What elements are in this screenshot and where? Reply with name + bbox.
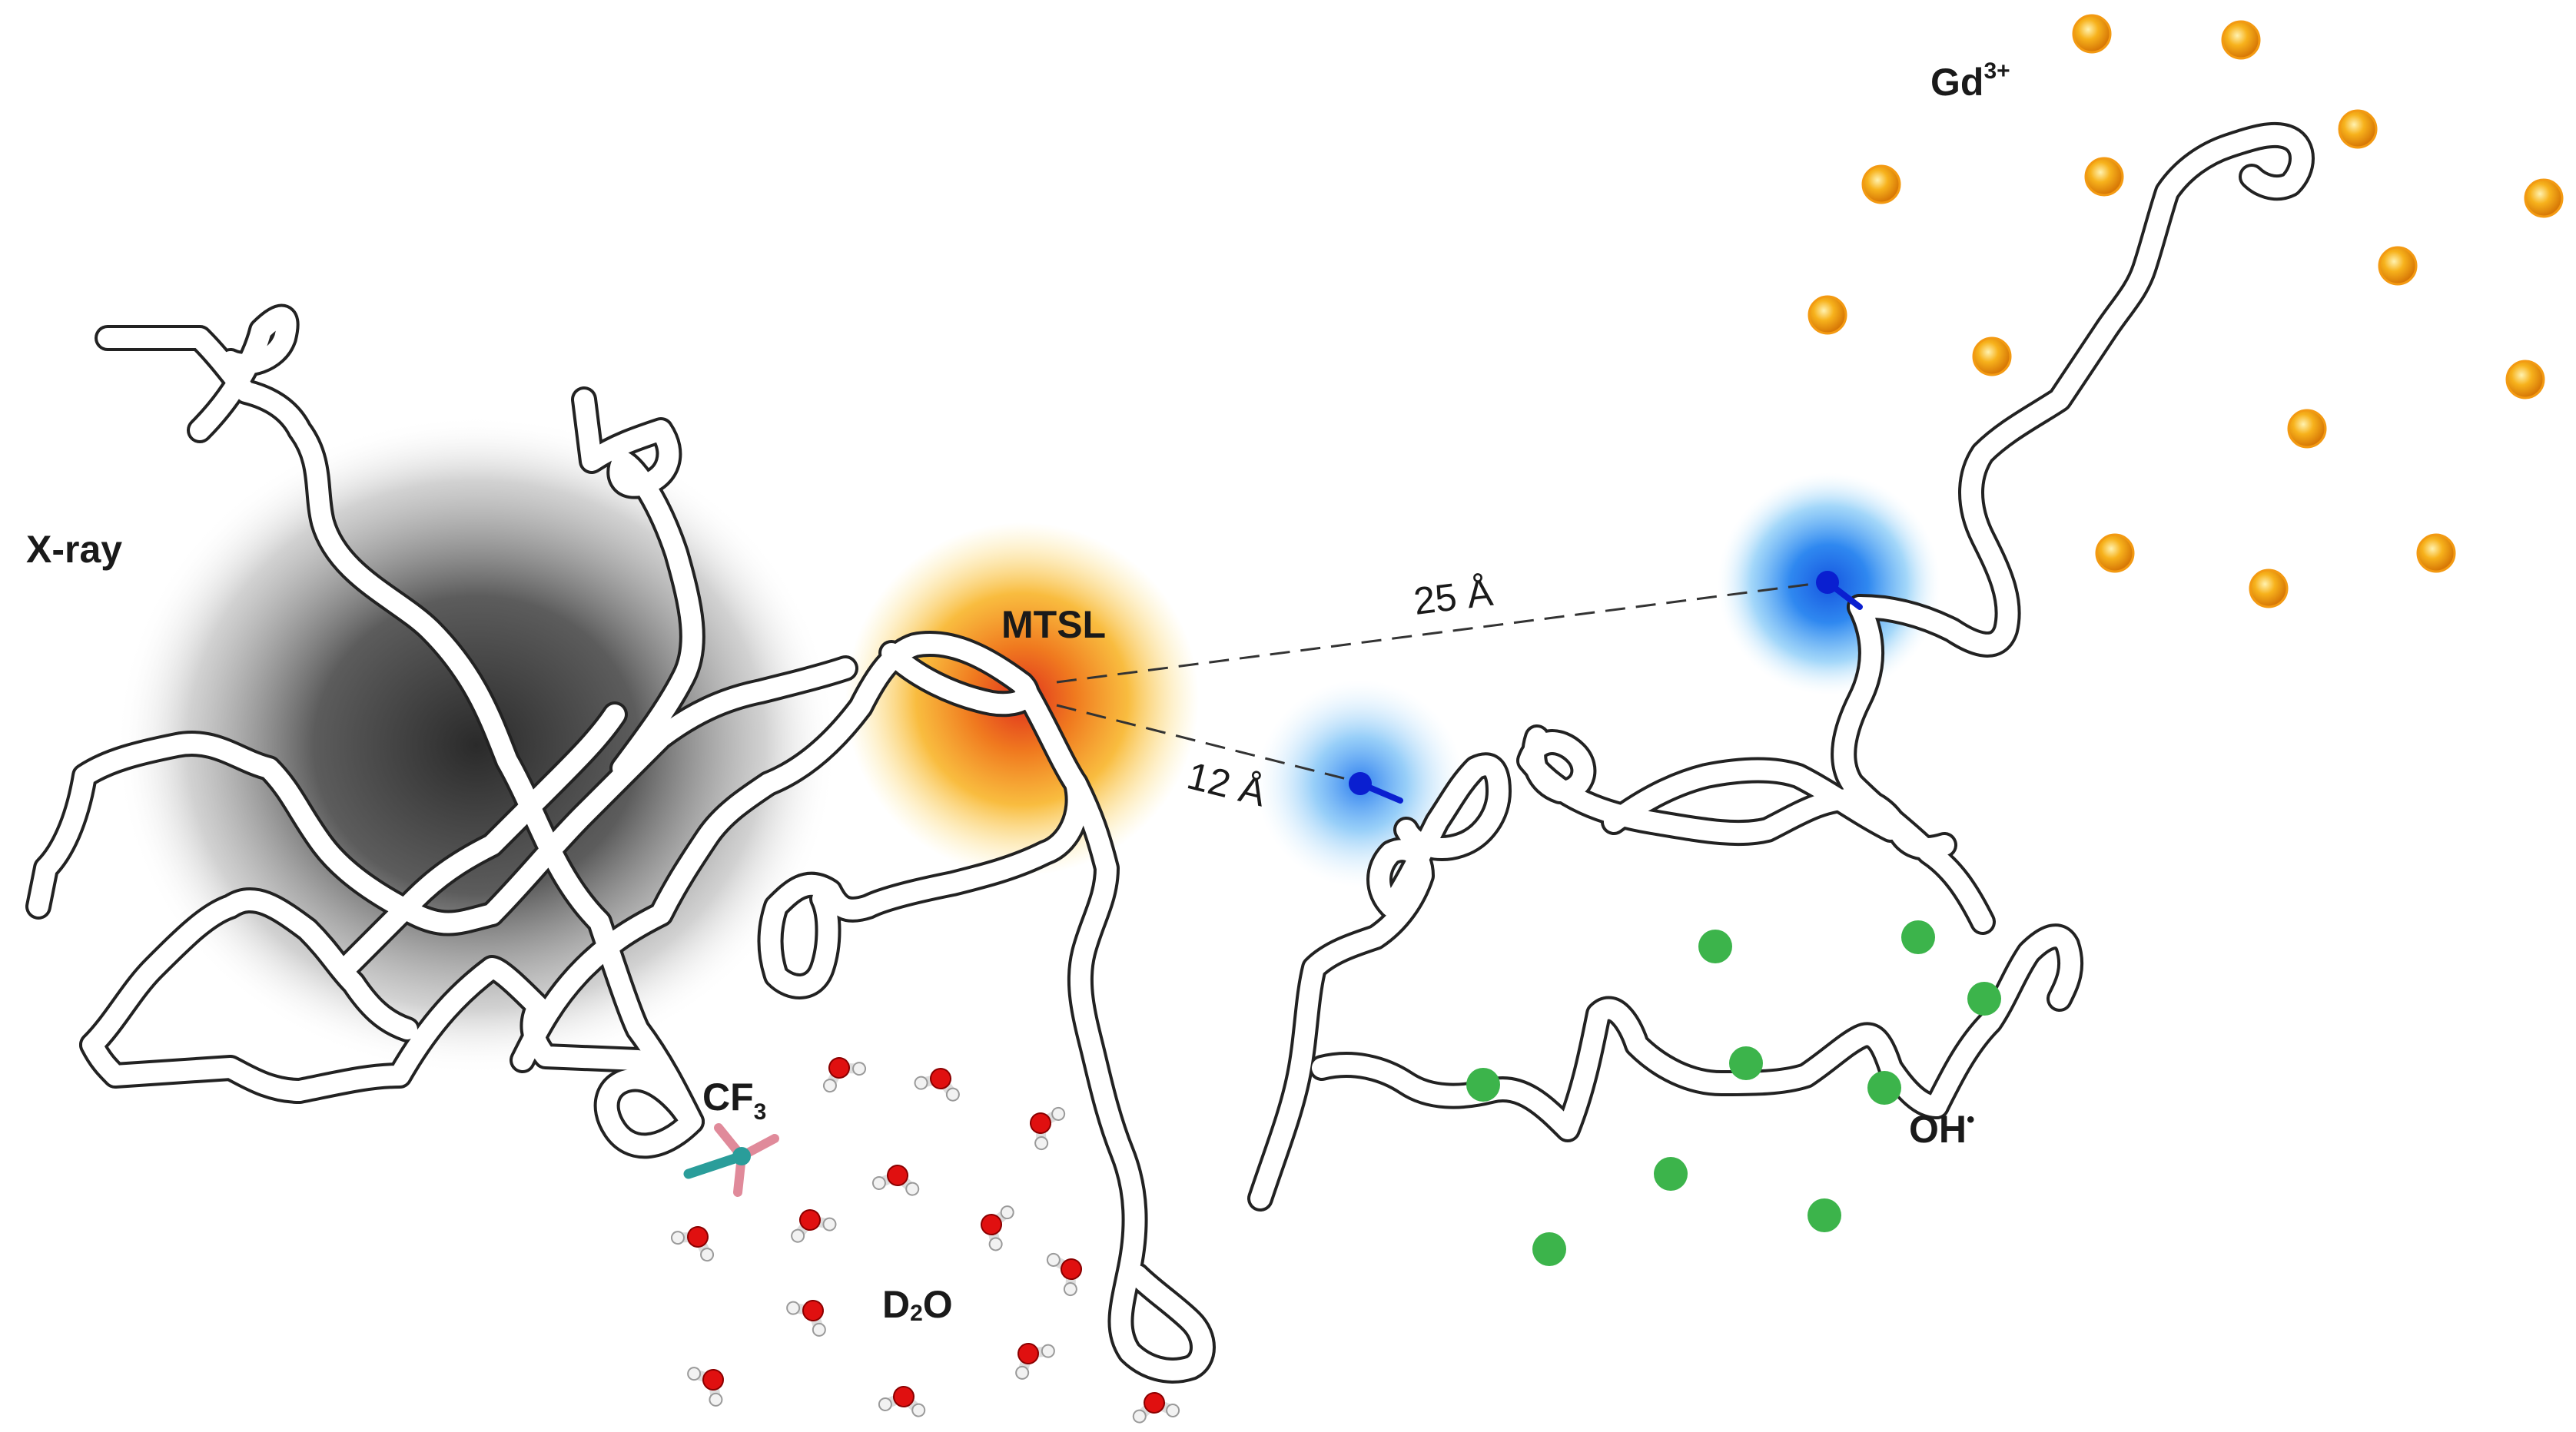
hydroxyl-radical-dot-icon (1729, 1046, 1763, 1080)
water-molecule-icon (871, 1165, 920, 1196)
gd-ion-sphere-icon (2072, 14, 2112, 54)
hydroxyl-radical-dot-icon (1967, 982, 2001, 1016)
cf3-label-sub: 3 (754, 1099, 767, 1125)
gd-ion-sphere-icon (2416, 533, 2456, 573)
gd-label-charge: 3+ (1983, 58, 2010, 84)
hydroxyl-radical-dot-icon (1901, 920, 1935, 954)
protein-chain-segment (336, 704, 625, 978)
gd-ion-sphere-icon (2378, 246, 2418, 286)
water-molecule-icon (791, 1209, 837, 1243)
gd-ion-sphere-icon (1861, 164, 1901, 204)
protein-chain-segment (1834, 597, 1993, 932)
gd-label: Gd3+ (1930, 58, 2010, 104)
gd-ion-sphere-icon (2505, 360, 2545, 399)
protein-chain-segment (1927, 926, 2081, 1116)
oh-radical-cloud (1466, 920, 2001, 1266)
distance-line-near (1056, 704, 1359, 784)
water-molecule-icon (1132, 1392, 1180, 1424)
distance-line-far (1056, 581, 1826, 684)
gd-label-base: Gd (1930, 61, 1983, 104)
oh-label-radical: • (1967, 1107, 1975, 1132)
gd-ion-sphere-icon (1972, 336, 2012, 376)
protein-chain-segment (1604, 760, 1900, 840)
protein-chain-segment (1250, 840, 1432, 1208)
d2o-label: D2O (882, 1283, 953, 1326)
hydroxyl-radical-dot-icon (1654, 1157, 1688, 1191)
water-molecule-icon (1030, 1106, 1066, 1151)
d2o-label-o: O (923, 1283, 953, 1326)
hydroxyl-radical-dot-icon (1532, 1232, 1566, 1266)
spin-label-site-icon (1816, 571, 1839, 594)
hydroxyl-radical-dot-icon (1867, 1071, 1901, 1105)
cf3-label: CF3 (702, 1076, 766, 1125)
hydroxyl-radical-dot-icon (1698, 930, 1732, 963)
protein-chain-segment (513, 774, 778, 1070)
cf3-group-icon (683, 1123, 779, 1197)
water-molecule-icon (786, 1300, 826, 1337)
protein-chain-segment (574, 389, 702, 778)
protein-chain-segment (82, 890, 417, 1055)
protein-chain-segment (1066, 774, 1213, 1381)
gd-ion-cloud (1808, 14, 2564, 608)
gd-ion-sphere-icon (2084, 157, 2124, 197)
gd-ion-sphere-icon (2095, 533, 2135, 573)
water-molecule-icon (670, 1226, 715, 1262)
water-molecule-icon (981, 1205, 1014, 1251)
oh-label: OH• (1909, 1107, 1975, 1151)
water-molecule-icon (822, 1057, 867, 1093)
distance-label-far: 25 Å (1412, 571, 1496, 623)
protein-chain-segment (1312, 999, 1947, 1139)
hydroxyl-radical-dot-icon (1808, 1198, 1841, 1232)
gd-ion-sphere-icon (2287, 409, 2327, 449)
protein-chain-segment (1381, 755, 1509, 917)
protein-chain-segment (190, 307, 297, 440)
water-molecule-icon (1046, 1252, 1082, 1297)
protein-chain (28, 124, 2312, 1381)
protein-chain-segment (482, 658, 855, 924)
oh-label-base: OH (1909, 1108, 1967, 1151)
xray-label: X-ray (26, 528, 122, 571)
protein-chain-segment (759, 634, 1037, 794)
d2o-water-cloud (670, 1057, 1180, 1424)
spin-label-site-icon (1349, 772, 1372, 795)
distance-label-near: 12 Å (1183, 754, 1270, 814)
d2o-label-sub: 2 (910, 1301, 923, 1326)
hydroxyl-radical-dot-icon (1466, 1068, 1500, 1102)
protein-chain-segment (1850, 124, 2312, 655)
water-molecule-icon (1015, 1343, 1055, 1380)
protein-chain-segment (82, 958, 702, 1132)
gd-ion-sphere-icon (2249, 568, 2289, 608)
water-molecule-icon (914, 1068, 960, 1102)
water-molecule-icon (687, 1367, 724, 1407)
cf3-label-base: CF (702, 1076, 754, 1119)
gd-ion-sphere-icon (2524, 178, 2564, 218)
mtsl-label: MTSL (1001, 603, 1106, 646)
gd-ion-sphere-icon (1808, 295, 1847, 335)
gd-ion-sphere-icon (2221, 20, 2261, 60)
protein-chain-segment (98, 328, 702, 1156)
d2o-label-d: D (882, 1283, 910, 1326)
water-molecule-icon (878, 1386, 926, 1417)
gd-ion-sphere-icon (2338, 109, 2378, 149)
